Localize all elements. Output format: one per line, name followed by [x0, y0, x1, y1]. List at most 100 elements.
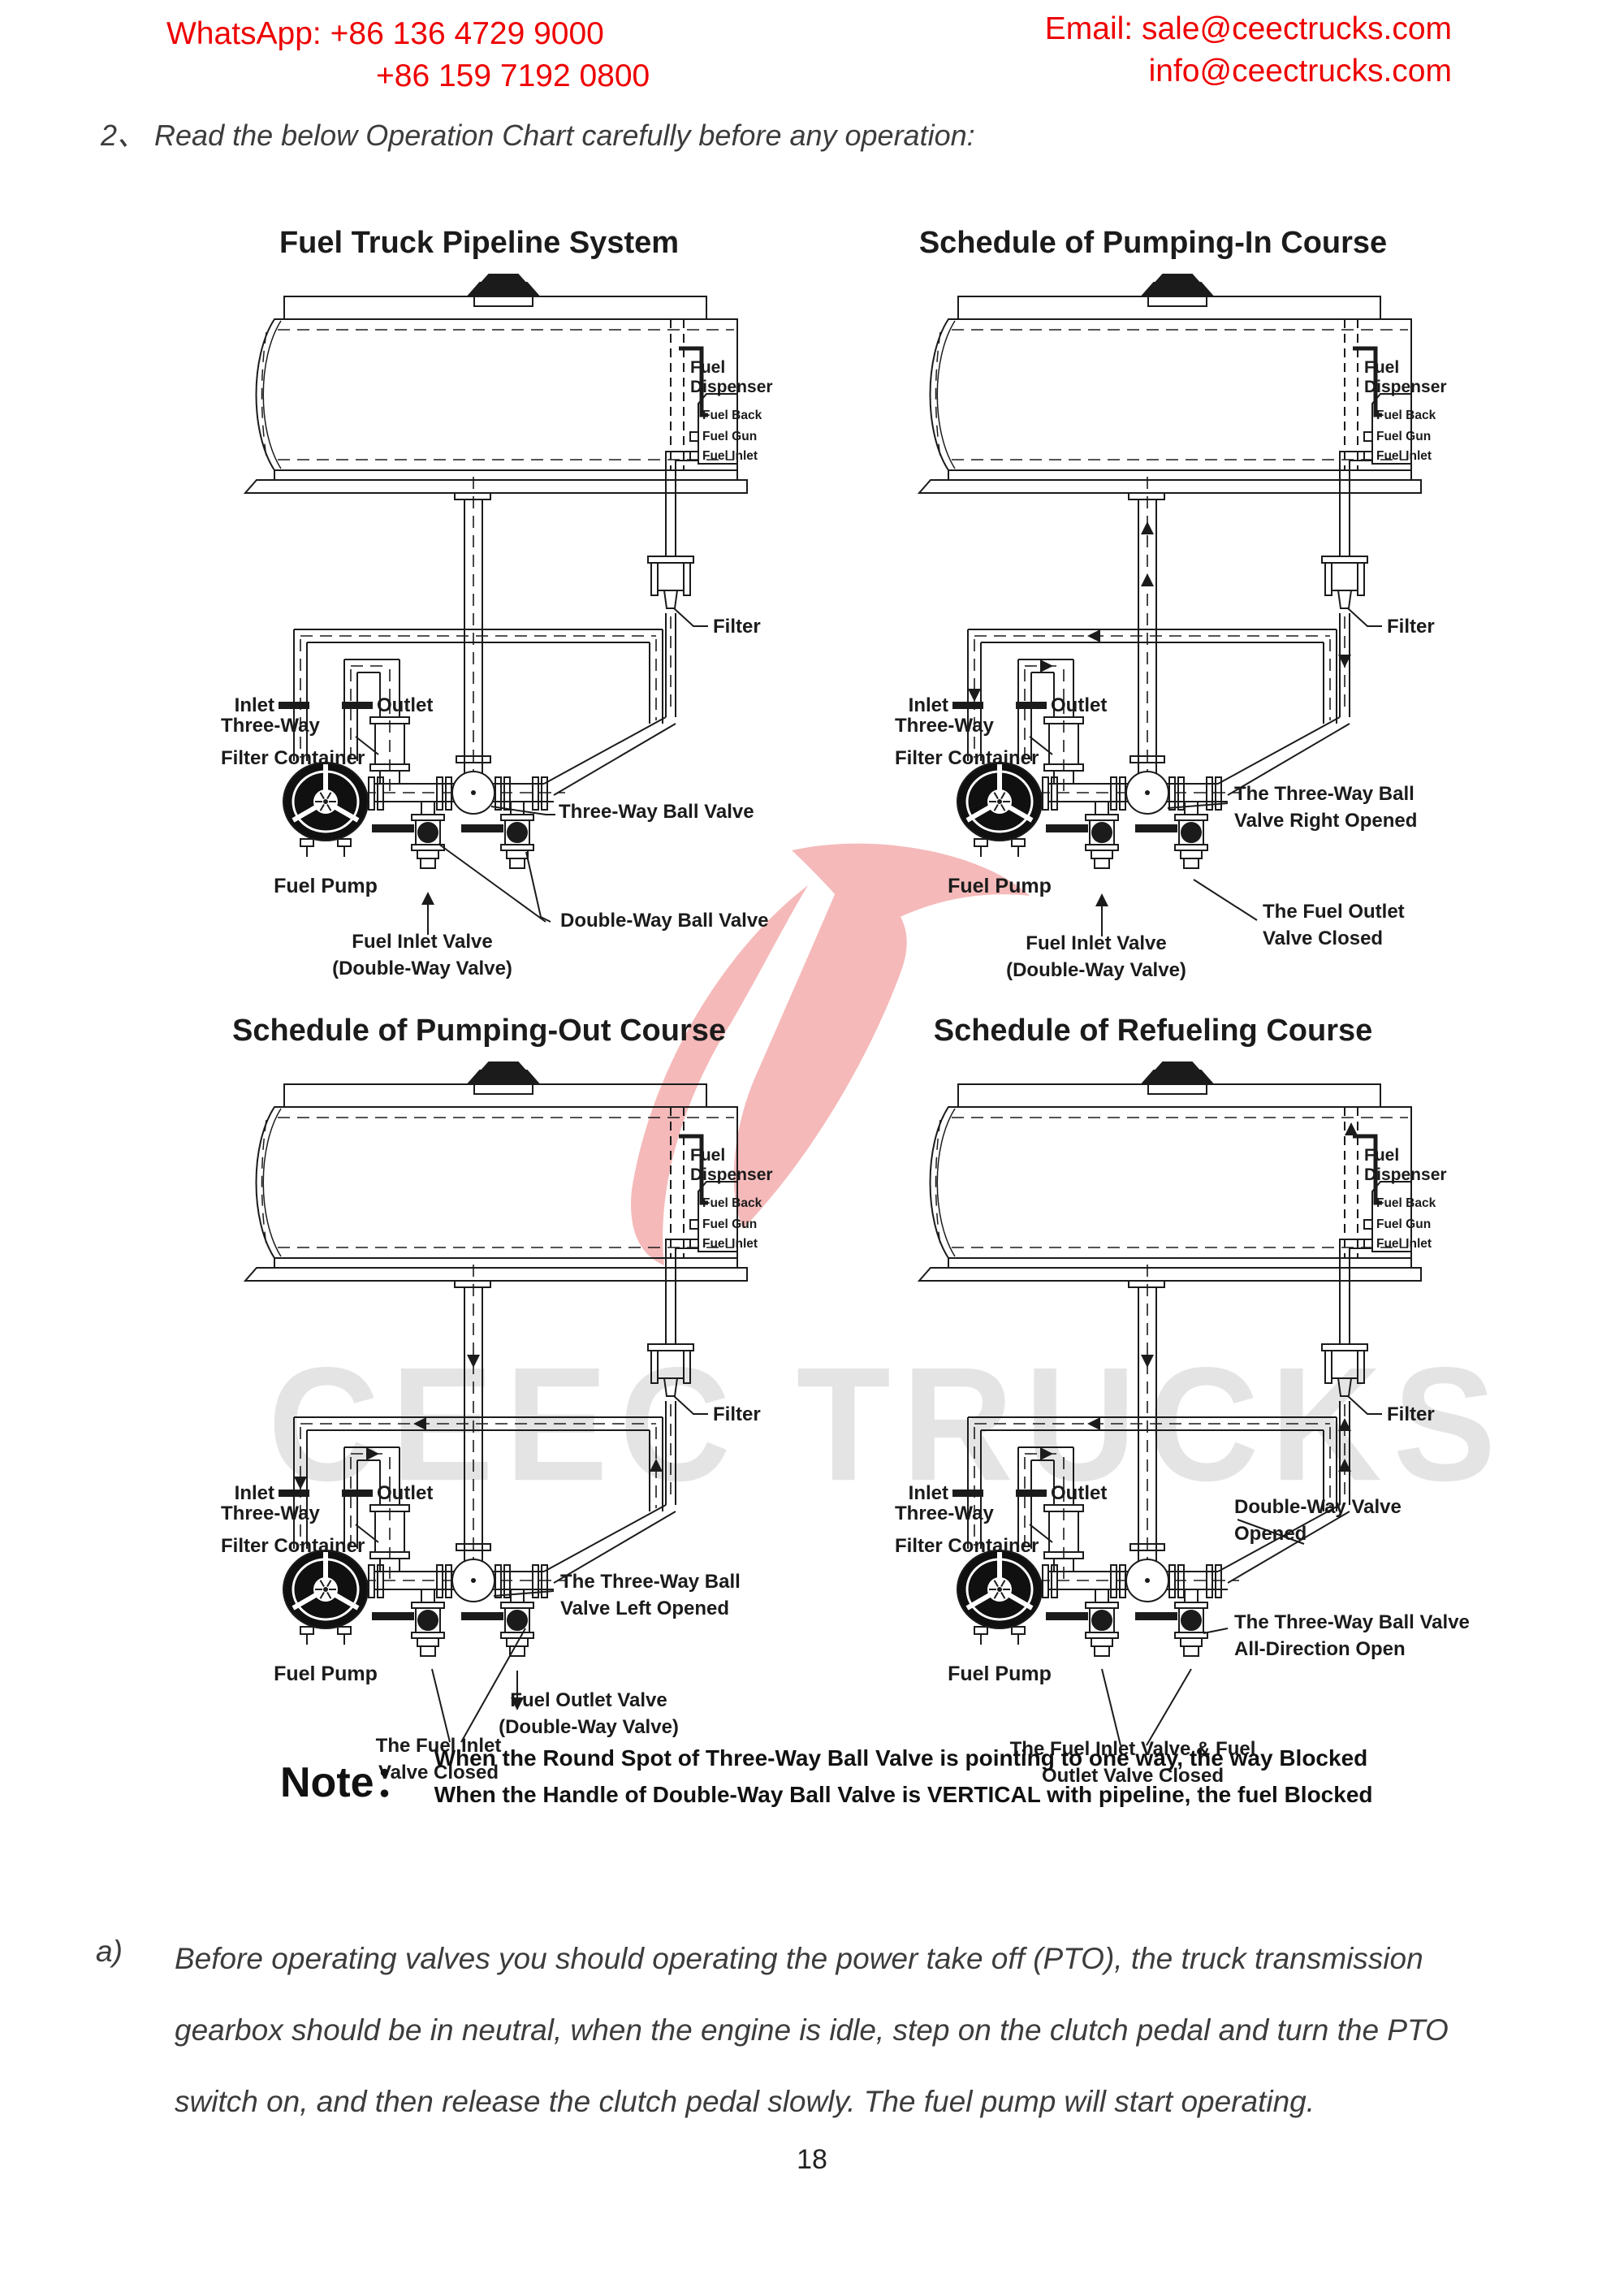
callout-label: Fuel Outlet Valve — [510, 1689, 667, 1711]
flow-arrow-icon — [1095, 893, 1108, 906]
diagram-title: Schedule of Pumping-Out Course — [231, 1014, 727, 1048]
whatsapp-label: WhatsApp: — [166, 16, 322, 51]
paragraph-line: gearbox should be in neutral, when the e… — [175, 2013, 1449, 2047]
callout-label: Valve Right Opened — [1234, 810, 1417, 832]
intro-text: 2、 Read the below Operation Chart carefu… — [101, 119, 975, 152]
three-way-ball-valve-icon — [451, 1559, 495, 1602]
email-label: Email: — [1044, 11, 1134, 46]
filter-icon — [1321, 556, 1368, 609]
fuel-dispenser-label: Fuel — [1364, 1146, 1399, 1165]
fuel-dispenser-label: Dispenser — [1364, 1165, 1447, 1184]
callout-label: Double-Way Ball Valve — [560, 910, 769, 932]
three-way-ball-valve-icon — [1125, 1559, 1169, 1602]
double-way-valve-icon — [461, 802, 534, 869]
email-address-1: sale@ceectrucks.com — [1141, 11, 1452, 46]
flow-arrow-icon — [421, 892, 434, 905]
three-way-filter-container — [1043, 1504, 1084, 1580]
fuel-pump-label: Fuel Pump — [948, 1663, 1052, 1685]
fuel-dispenser-label: Fuel — [690, 1146, 725, 1165]
inlet-label: Inlet — [235, 1482, 274, 1504]
double-way-valve-icon — [1135, 1589, 1208, 1657]
flow-arrow-icon — [968, 689, 981, 702]
callout-label: Outlet Valve Closed — [1042, 1765, 1224, 1787]
callout-label: (Double-Way Valve) — [499, 1716, 679, 1738]
callout-label: (Double-Way Valve) — [332, 958, 512, 979]
double-way-valve-icon — [1135, 802, 1208, 869]
three-way-ball-valve-icon — [1125, 771, 1169, 815]
flow-arrow-icon — [294, 1477, 307, 1490]
flow-arrow-icon — [1040, 1447, 1053, 1460]
diagram-title: Schedule of Pumping-In Course — [918, 226, 1388, 260]
manhole-icon — [1139, 1062, 1216, 1095]
paragraph-marker: a) — [96, 1935, 123, 1968]
double-way-valve-icon — [372, 802, 445, 869]
fuel-tank — [917, 1062, 1422, 1282]
fuel-pump-label: Fuel Pump — [274, 875, 378, 897]
fuel-pump-label: Fuel Pump — [274, 1663, 378, 1685]
whatsapp-number-2: +86 159 7192 0800 — [376, 58, 650, 93]
header-email: Email: sale@ceectrucks.com info@ceectruc… — [1045, 13, 1452, 87]
manhole-icon — [465, 274, 542, 307]
fuel-back-label: Fuel Back — [1376, 409, 1436, 422]
fuel-gun-label: Fuel Gun — [1376, 1217, 1431, 1231]
double-way-valve-icon — [461, 1589, 534, 1657]
callout-label: The Fuel Inlet Valve & Fuel — [1010, 1738, 1256, 1760]
filter-label: Filter — [1387, 616, 1435, 638]
flow-arrow-icon — [1087, 629, 1100, 642]
fuel-tank — [917, 274, 1422, 494]
double-way-valve-icon — [1046, 1589, 1119, 1657]
flow-arrow-icon — [650, 1459, 663, 1472]
three-way-filter-container-label: Three-Way — [221, 715, 320, 737]
fuel-inlet-label: Fuel Inlet — [1376, 1237, 1432, 1251]
fuel-pump-label: Fuel Pump — [948, 875, 1052, 897]
filter-icon — [647, 1343, 694, 1397]
paragraph-line: switch on, and then release the clutch p… — [175, 2085, 1315, 2118]
callout-label: Three-Way Ball Valve — [559, 801, 754, 823]
fuel-dispenser-label: Fuel — [1364, 358, 1399, 377]
flow-arrow-icon — [467, 1355, 480, 1368]
callout-label: The Fuel Outlet — [1263, 901, 1405, 923]
page-number: 18 — [797, 2144, 827, 2175]
fuel-inlet-label: Fuel Inlet — [702, 449, 758, 463]
callout-label: Valve Closed — [1263, 927, 1383, 949]
flow-arrow-icon — [366, 1447, 379, 1460]
callout-label: The Three-Way Ball — [560, 1571, 741, 1593]
filter-label: Filter — [713, 616, 761, 638]
filter-icon — [647, 556, 694, 609]
fuel-dispenser-label: Fuel — [690, 358, 725, 377]
flow-arrow-icon — [1141, 521, 1154, 534]
fuel-back-label: Fuel Back — [702, 1196, 762, 1210]
callout-label: Opened — [1234, 1523, 1307, 1545]
double-way-valve-icon — [372, 1589, 445, 1657]
diagram-title: Schedule of Refueling Course — [933, 1014, 1373, 1048]
whatsapp-number-1: +86 136 4729 9000 — [330, 16, 604, 51]
manhole-icon — [1139, 274, 1216, 307]
fuel-tank — [243, 1062, 748, 1282]
fuel-pump-icon — [957, 762, 1043, 857]
note-label: Note： — [280, 1759, 417, 1806]
callout-label: Valve Closed — [378, 1762, 499, 1784]
callout-label: Valve Left Opened — [560, 1598, 729, 1619]
flow-arrow-icon — [1338, 655, 1351, 668]
fuel-pump-icon — [283, 1550, 369, 1645]
three-way-filter-container-label: Three-Way — [895, 1503, 994, 1524]
fuel-dispenser-label: Dispenser — [690, 378, 773, 396]
three-way-filter-container — [369, 1504, 410, 1580]
filter-icon — [1321, 1343, 1368, 1397]
three-way-ball-valve-icon — [451, 771, 495, 815]
fuel-tank — [243, 274, 748, 494]
fuel-inlet-label: Fuel Inlet — [702, 1237, 758, 1251]
three-way-filter-container — [1043, 716, 1084, 792]
paragraph-line: Before operating valves you should opera… — [175, 1942, 1423, 1975]
callout-label: (Double-Way Valve) — [1006, 959, 1186, 981]
flow-arrow-icon — [1345, 1122, 1358, 1135]
